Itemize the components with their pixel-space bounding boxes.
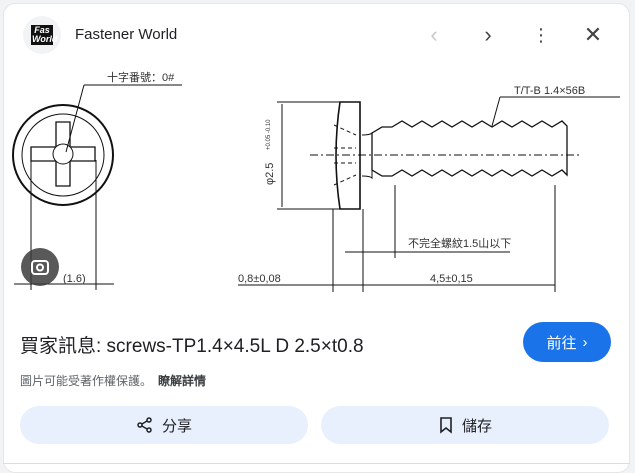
share-button[interactable]: 分享 (20, 406, 308, 444)
chevron-right-icon: › (582, 333, 588, 351)
thread-spec-label: T/T-B 1.4×56B (514, 85, 585, 97)
site-logo[interactable]: Fas World (23, 16, 61, 54)
save-label: 儲存 (461, 417, 492, 435)
cross-recess-label: 十字番號：0# (107, 70, 175, 84)
divider (3, 463, 630, 464)
screw-technical-drawing: 十字番號：0# T/T-B 1.4×56B φ2.5 +0.05 -0.10 不… (12, 70, 620, 292)
save-button[interactable]: 儲存 (321, 406, 609, 444)
copyright-text: 圖片可能受著作權保護。 (20, 374, 153, 388)
site-name[interactable]: Fastener World (75, 26, 178, 43)
close-icon[interactable]: ✕ (583, 22, 603, 47)
visit-label: 前往 (546, 334, 577, 352)
more-vert-icon[interactable]: ⋮ (532, 24, 550, 45)
bookmark-icon (440, 417, 452, 434)
chevron-right-icon[interactable]: › (484, 22, 492, 47)
share-icon (137, 417, 152, 433)
visit-button[interactable]: 前往 › (523, 322, 611, 362)
camera-lens-icon (31, 260, 49, 275)
image-title: 買家訊息: screws-TP1.4×4.5L D 2.5×t0.8 (20, 336, 364, 357)
length-label: 4,5±0,15 (430, 273, 473, 285)
chevron-left-icon[interactable]: ‹ (430, 22, 438, 47)
image-preview-card: Fas World Fastener World ‹ › ⋮ ✕ (3, 3, 630, 473)
incomplete-thread-label: 不完全螺紋1.5山以下 (408, 236, 511, 250)
logo-text: Fas World (31, 25, 58, 45)
copyright-notice: 圖片可能受著作權保護。瞭解詳情 (20, 372, 206, 389)
lens-search-button[interactable] (21, 248, 59, 286)
recess-size-label: (1.6) (63, 273, 86, 285)
diameter-tolerance: +0.05 -0.10 (266, 119, 272, 150)
share-label: 分享 (161, 417, 192, 435)
learn-more-link[interactable]: 瞭解詳情 (158, 374, 207, 388)
head-thickness-label: 0,8±0,08 (238, 273, 281, 285)
diameter-label: φ2.5 (264, 163, 276, 185)
